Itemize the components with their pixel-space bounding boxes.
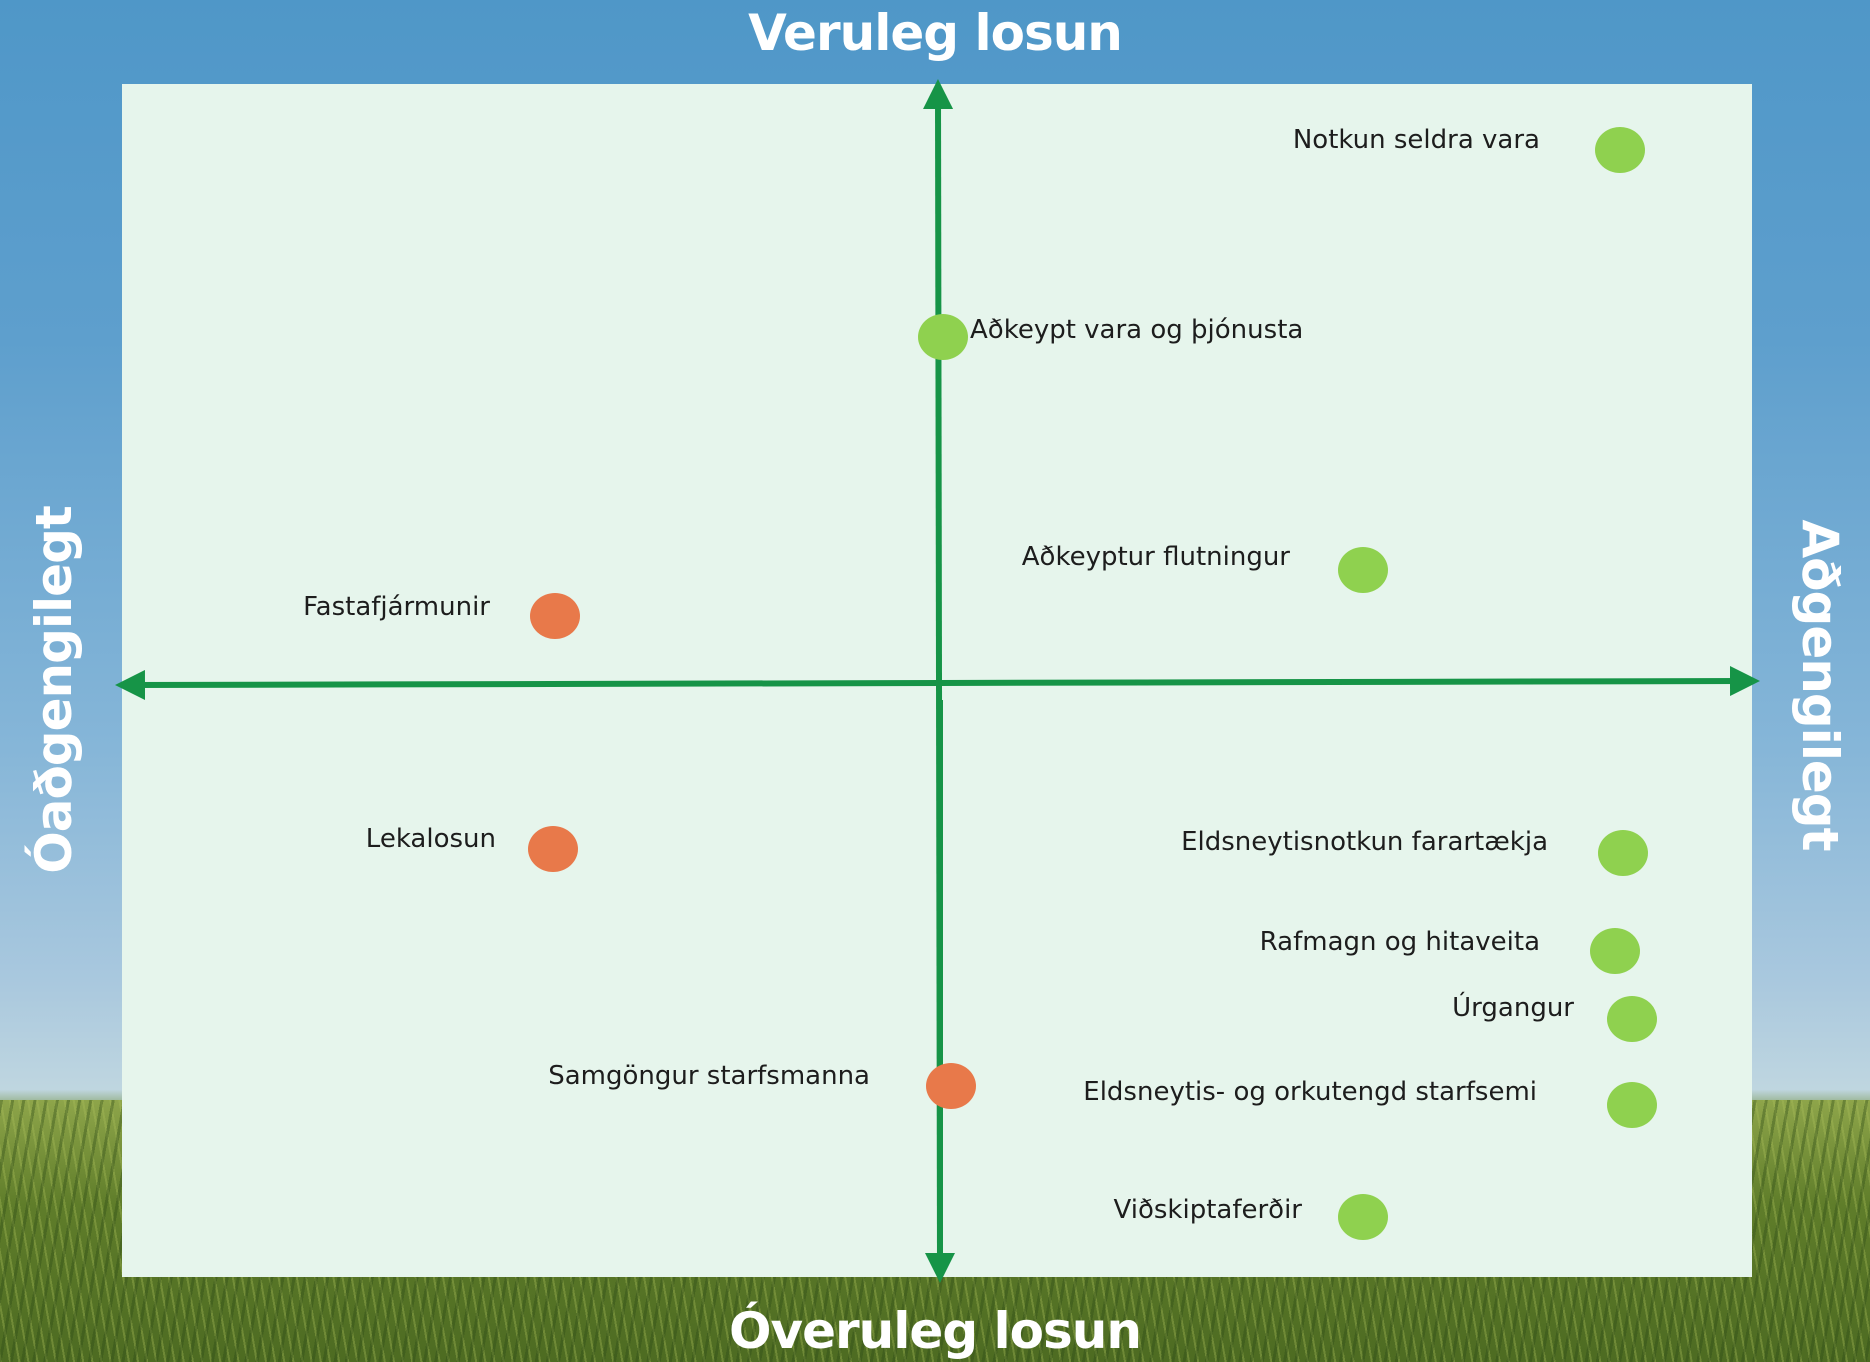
matrix-item-label: Samgöngur starfsmanna xyxy=(548,1061,870,1091)
matrix-item: Notkun seldra vara xyxy=(1293,125,1645,173)
matrix-item: Aðkeypt vara og þjónusta xyxy=(918,314,1303,360)
matrix-item-label: Notkun seldra vara xyxy=(1293,125,1540,155)
green-status-dot xyxy=(1338,1194,1388,1240)
green-status-dot xyxy=(1338,547,1388,593)
matrix-item-label: Eldsneytisnotkun farartækja xyxy=(1181,827,1548,857)
green-status-dot xyxy=(1607,996,1657,1042)
matrix-item-label: Rafmagn og hitaveita xyxy=(1260,927,1540,957)
matrix-item: Fastafjármunir xyxy=(303,592,580,639)
matrix-item-label: Úrgangur xyxy=(1452,991,1574,1023)
matrix-item: Samgöngur starfsmanna xyxy=(548,1061,976,1109)
matrix-item: Lekalosun xyxy=(366,824,578,872)
matrix-item-label: Fastafjármunir xyxy=(303,592,490,622)
matrix-item: Úrgangur xyxy=(1452,991,1657,1042)
matrix-item-label: Aðkeypt vara og þjónusta xyxy=(970,315,1303,345)
matrix-item: Aðkeyptur flutningur xyxy=(1022,542,1388,593)
orange-status-dot xyxy=(926,1063,976,1109)
orange-status-dot xyxy=(530,593,580,639)
matrix-item-label: Viðskiptaferðir xyxy=(1114,1195,1303,1225)
matrix-item: Eldsneytis- og orkutengd starfsemi xyxy=(1083,1077,1657,1128)
matrix-item: Rafmagn og hitaveita xyxy=(1260,927,1640,974)
matrix-item-label: Lekalosun xyxy=(366,824,496,854)
matrix-item-label: Eldsneytis- og orkutengd starfsemi xyxy=(1083,1077,1537,1107)
green-status-dot xyxy=(1607,1082,1657,1128)
horizontal-axis-left-arrow xyxy=(115,669,941,700)
green-status-dot xyxy=(1595,127,1645,173)
horizontal-axis-right-arrow xyxy=(939,666,1760,697)
orange-status-dot xyxy=(528,826,578,872)
axis-title-bottom: Óveruleg losun xyxy=(729,1302,1142,1360)
axis-title-top: Veruleg losun xyxy=(748,4,1123,62)
green-status-dot xyxy=(918,314,968,360)
matrix-item: Eldsneytisnotkun farartækja xyxy=(1181,827,1648,876)
green-status-dot xyxy=(1598,830,1648,876)
matrix-item-label: Aðkeyptur flutningur xyxy=(1022,542,1291,572)
matrix-item: Viðskiptaferðir xyxy=(1114,1194,1388,1240)
green-status-dot xyxy=(1590,928,1640,974)
